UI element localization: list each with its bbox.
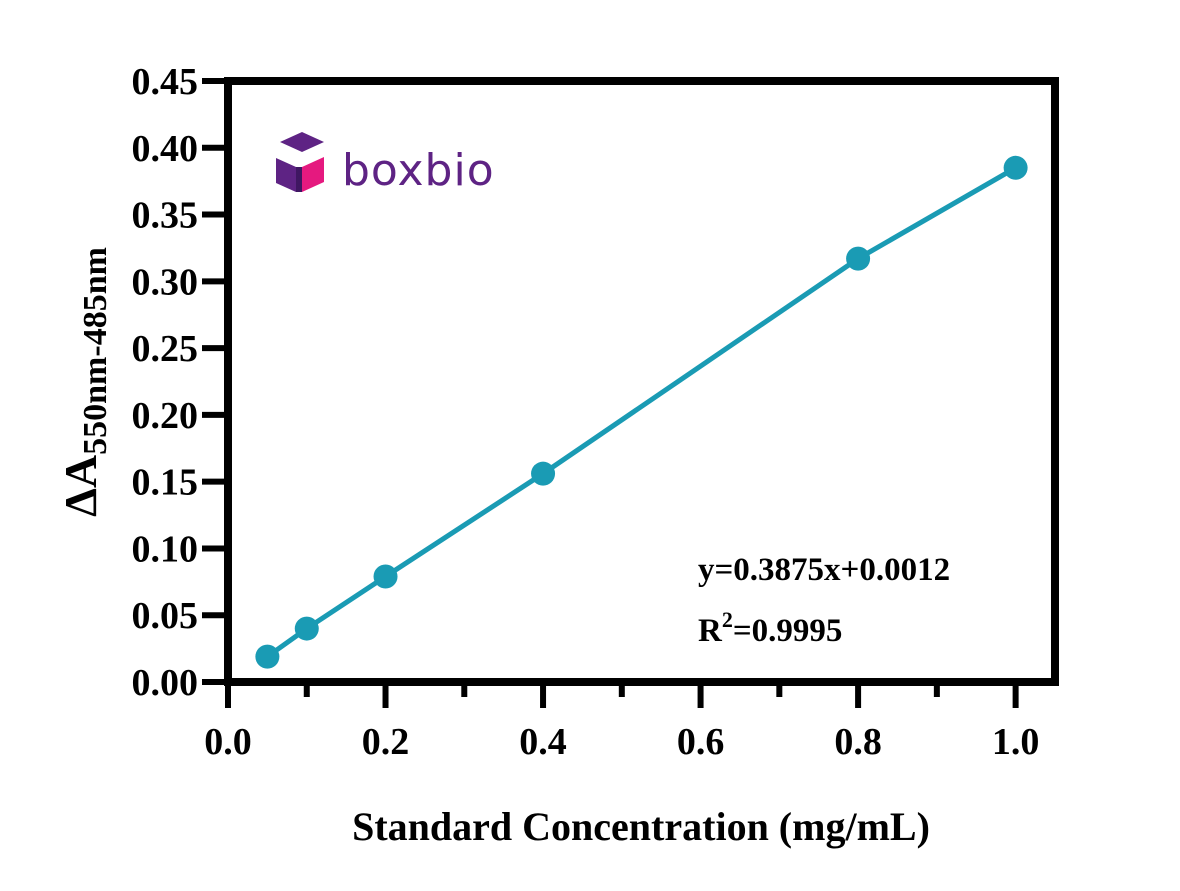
y-tick-label: 0.00: [132, 662, 199, 704]
x-tick-label: 1.0: [992, 721, 1040, 763]
x-tick-label: 0.0: [204, 721, 252, 763]
y-tick-label: 0.40: [132, 128, 199, 170]
y-axis-title-main: ΔA: [55, 455, 106, 517]
y-tick-label: 0.45: [132, 61, 199, 103]
y-tick-label: 0.25: [132, 328, 199, 370]
r-squared-value: =0.9995: [733, 613, 843, 649]
y-tick-label: 0.35: [132, 195, 199, 237]
r-squared-prefix: R: [698, 613, 723, 649]
y-tick-label: 0.05: [132, 595, 199, 637]
data-point: [1003, 155, 1028, 180]
y-axis-title: ΔA550nm-485nm: [55, 247, 114, 517]
regression-equation: y=0.3875x+0.0012: [698, 552, 950, 588]
data-point: [531, 461, 556, 486]
y-tick-label: 0.15: [132, 462, 199, 504]
x-tick-label: 0.4: [519, 721, 567, 763]
logo-text: boxbio: [342, 145, 495, 196]
cube-icon: [276, 132, 324, 192]
r-squared: R2=0.9995: [698, 607, 842, 649]
x-axis-ticks: 0.0 0.2 0.4 0.6 0.8 1.0: [204, 682, 1039, 763]
r-squared-superscript: 2: [722, 607, 733, 632]
x-axis-title: Standard Concentration (mg/mL): [352, 804, 930, 849]
boxbio-logo: boxbio: [276, 132, 495, 196]
series-layer: [255, 155, 1028, 669]
x-tick-label: 0.6: [677, 721, 725, 763]
y-tick-label: 0.10: [132, 528, 199, 570]
y-tick-label: 0.30: [132, 261, 199, 303]
x-tick-label: 0.2: [362, 721, 410, 763]
x-tick-label: 0.8: [834, 721, 882, 763]
y-axis-ticks: 0.00 0.05 0.10 0.15 0.20 0.25 0.30 0.35 0.40 0.45: [132, 61, 228, 704]
plot-frame: [224, 77, 1059, 686]
data-point: [294, 616, 319, 641]
y-axis-title-subscript: 550nm-485nm: [77, 247, 114, 455]
data-point: [255, 644, 280, 669]
data-point: [373, 564, 398, 589]
y-tick-label: 0.20: [132, 395, 199, 437]
data-point: [846, 246, 871, 271]
